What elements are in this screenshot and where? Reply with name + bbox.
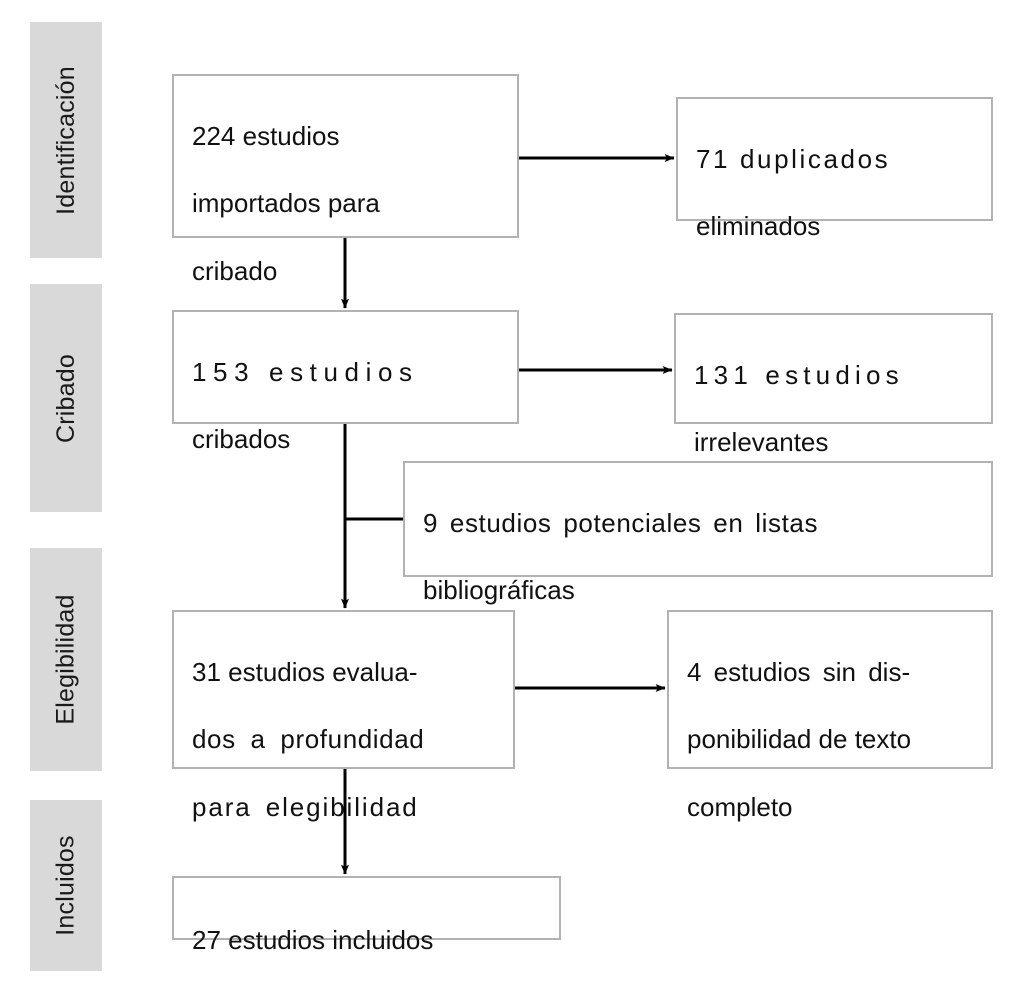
flow-box-cribados-line-1: 153 estudios — [192, 356, 419, 387]
flow-box-cribados-text: 153 estudios cribados — [192, 322, 503, 491]
flow-box-importados-line-1: 224 estudios — [192, 120, 340, 151]
flow-box-irrelevantes-text: 131 estudios irrelevantes — [694, 325, 977, 494]
flow-box-importados-line-2: importados para — [192, 188, 380, 219]
flow-box-sin-texto-completo-text: 4 estudios sin dis- ponibilidad de texto… — [687, 622, 977, 859]
flow-box-evaluados-line-2: dos a profundidad — [192, 724, 425, 755]
stage-label-incluidos: Incluidos — [51, 835, 80, 936]
flow-box-sin-texto-completo-line-3: completo — [687, 791, 793, 822]
flow-box-sin-texto-completo-line-2: ponibilidad de texto — [687, 724, 912, 755]
flow-box-irrelevantes[interactable]: 131 estudios irrelevantes — [674, 313, 993, 457]
flow-box-duplicados-text: 71 duplicados eliminados — [696, 109, 977, 278]
stage-bar-cribado: Cribado — [30, 284, 102, 512]
flow-box-importados-text: 224 estudios importados para cribado — [192, 86, 503, 323]
stage-label-elegibilidad: Elegibilidad — [51, 594, 80, 725]
flow-box-sin-texto-completo-line-1: 4 estudios sin dis- — [687, 656, 911, 687]
stage-label-cribado: Cribado — [51, 353, 80, 443]
flow-box-incluidos-text: 27 estudios incluidos — [192, 890, 545, 985]
flow-box-irrelevantes-line-2: irrelevantes — [694, 427, 829, 458]
stage-bar-elegibilidad: Elegibilidad — [30, 548, 102, 771]
flow-box-sin-texto-completo[interactable]: 4 estudios sin dis- ponibilidad de texto… — [667, 610, 993, 822]
flow-box-evaluados-line-3: para elegibilidad — [192, 791, 419, 822]
flow-box-cribados[interactable]: 153 estudios cribados — [172, 310, 519, 454]
flow-box-incluidos-line-1: 27 estudios incluidos — [192, 924, 434, 955]
flow-box-evaluados-text: 31 estudios evalua- dos a profundidad pa… — [192, 622, 499, 859]
flow-box-evaluados[interactable]: 31 estudios evalua- dos a profundidad pa… — [172, 610, 515, 822]
flow-box-cribados-line-2: cribados — [192, 424, 291, 455]
stage-label-identificacion: Identificación — [51, 65, 80, 215]
flow-box-irrelevantes-line-1: 131 estudios — [694, 359, 904, 390]
flow-box-incluidos[interactable]: 27 estudios incluidos — [172, 876, 561, 955]
flow-box-evaluados-line-1: 31 estudios evalua- — [192, 656, 418, 687]
flow-box-listas-bibliograficas-line-1: 9 estudios potenciales en listas — [423, 507, 819, 538]
stage-bar-incluidos: Incluidos — [30, 800, 102, 971]
flow-box-listas-bibliograficas[interactable]: 9 estudios potenciales en listas bibliog… — [403, 461, 993, 605]
flow-box-duplicados-line-1: 71 duplicados — [696, 143, 891, 174]
flow-box-importados[interactable]: 224 estudios importados para cribado — [172, 74, 519, 286]
stage-bar-identificacion: Identificación — [30, 22, 102, 258]
flow-box-duplicados[interactable]: 71 duplicados eliminados — [676, 97, 993, 241]
flow-box-importados-line-3: cribado — [192, 255, 278, 286]
flow-box-listas-bibliograficas-line-2: bibliográficas — [423, 575, 575, 606]
flow-box-duplicados-line-2: eliminados — [696, 211, 821, 242]
flow-box-listas-bibliograficas-text: 9 estudios potenciales en listas bibliog… — [423, 473, 977, 642]
